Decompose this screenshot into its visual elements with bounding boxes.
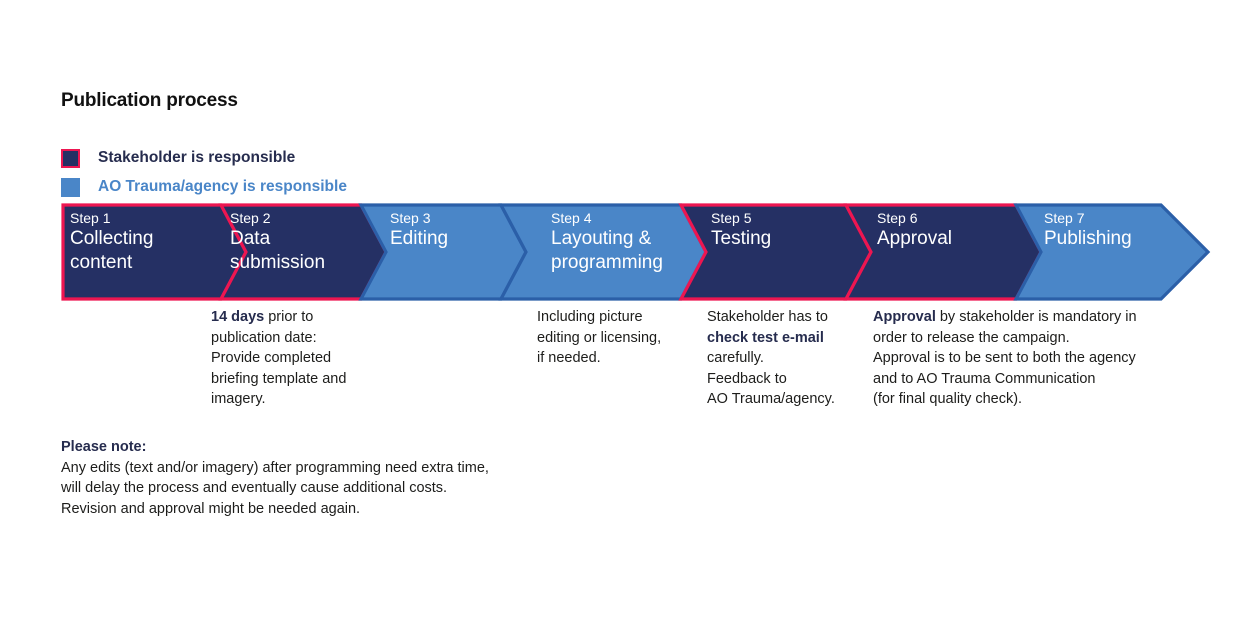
page-title: Publication process (61, 90, 238, 111)
legend-swatch-agency-icon (61, 177, 80, 197)
description-step-5-line5: AO Trauma/agency. (707, 391, 835, 408)
please-note-line-1: Any edits (text and/or imagery) after pr… (61, 459, 489, 476)
description-step-5-line1: Stakeholder has to (707, 309, 828, 325)
please-note-block: Please note: Any edits (text and/or imag… (61, 437, 489, 519)
please-note-line-2: will delay the process and eventually ca… (61, 480, 448, 497)
step-3-chevron[interactable] (358, 203, 528, 301)
step-1-chevron[interactable] (61, 203, 248, 301)
legend: Stakeholder is responsible AO Trauma/age… (61, 146, 347, 204)
step-4-chevron[interactable] (498, 203, 708, 301)
description-step-2-lead: 14 days (211, 309, 265, 325)
legend-label-stakeholder: Stakeholder is responsible (98, 149, 296, 167)
step-7-chevron[interactable] (1013, 203, 1211, 301)
description-step-5-bold: check test e-mail (707, 329, 824, 346)
step-6-chevron[interactable] (843, 203, 1043, 301)
process-arrow-svg (61, 203, 1211, 301)
legend-swatch-stakeholder-icon (61, 148, 80, 168)
step-5-chevron[interactable] (678, 203, 873, 301)
description-step-6-lead: Approval (873, 309, 936, 325)
legend-item-stakeholder: Stakeholder is responsible (61, 146, 347, 170)
step-2-chevron[interactable] (218, 203, 388, 301)
legend-label-agency: AO Trauma/agency is responsible (98, 178, 347, 196)
please-note-heading: Please note: (61, 439, 147, 455)
description-step-5-line4: Feedback to (707, 370, 787, 387)
description-step-5: Stakeholder has to check test e-mail car… (707, 307, 877, 410)
please-note-line-3: Revision and approval might be needed ag… (61, 500, 361, 517)
legend-item-agency: AO Trauma/agency is responsible (61, 175, 347, 199)
description-step-5-line3: carefully. (707, 350, 764, 367)
